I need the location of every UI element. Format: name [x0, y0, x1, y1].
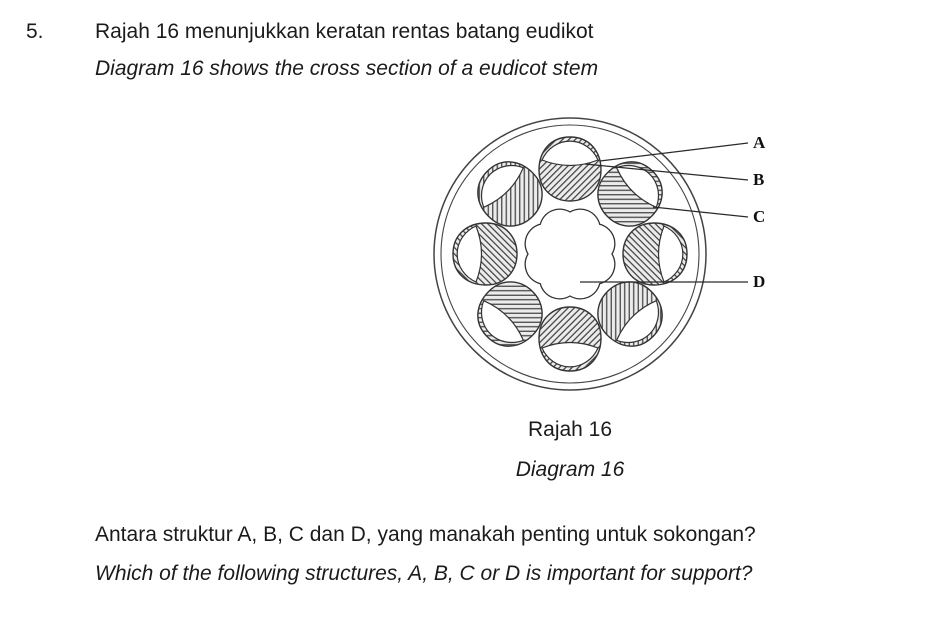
vascular-bundle-7	[452, 222, 518, 286]
figure-caption-malay: Rajah 16	[527, 418, 613, 441]
stem-cross-section-diagram: A B C D	[433, 117, 766, 391]
leader-line-a	[599, 142, 749, 162]
vascular-bundle-1	[538, 136, 602, 202]
label-c: C	[753, 207, 765, 226]
question-number: 5.	[26, 20, 44, 43]
figure-caption-english: Diagram 16	[515, 458, 625, 481]
label-b: B	[753, 170, 764, 189]
label-d: D	[753, 272, 765, 291]
question-prompt-english: Which of the following structures, A, B,…	[95, 562, 753, 585]
pith-outline	[524, 208, 616, 300]
vascular-bundle-3	[622, 222, 688, 286]
question-prompt-malay: Antara struktur A, B, C dan D, yang mana…	[95, 523, 756, 546]
question-stem-malay: Rajah 16 menunjukkan keratan rentas bata…	[95, 20, 594, 43]
vascular-bundle-5	[538, 306, 602, 372]
leader-line-c	[652, 206, 749, 218]
epidermis-inner-circle	[440, 124, 700, 384]
label-a: A	[753, 133, 766, 152]
question-stem-english: Diagram 16 shows the cross section of a …	[95, 57, 599, 80]
leader-line-b	[584, 163, 749, 181]
